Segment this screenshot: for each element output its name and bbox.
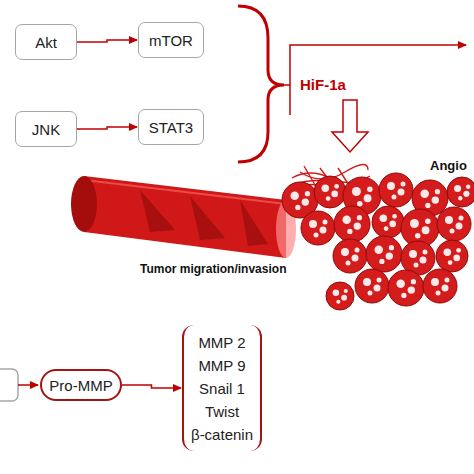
hif-line xyxy=(284,84,290,86)
tumor-cells xyxy=(282,173,474,310)
arrow xyxy=(18,384,38,386)
node-text: STAT3 xyxy=(149,119,193,136)
arrow-connector xyxy=(77,40,137,42)
node-text: Twist xyxy=(205,400,239,423)
process-pill: Pro-MMP xyxy=(40,369,122,401)
curly-bracket xyxy=(238,6,284,162)
node-text: Pro-MMP xyxy=(49,377,112,394)
process-box: JNK xyxy=(15,111,77,147)
process-box: STAT3 xyxy=(138,109,204,145)
node-text: Akt xyxy=(35,34,57,51)
process-box: Akt xyxy=(15,24,77,60)
node-text: Snail 1 xyxy=(199,377,245,400)
caption-label: Tumor migration/invasion xyxy=(140,262,286,276)
hollow-arrow xyxy=(332,100,368,152)
node-text: MMP 2 xyxy=(198,331,245,354)
process-box: mTOR xyxy=(138,22,204,58)
node-text: JNK xyxy=(32,121,60,138)
node-text: MMP 9 xyxy=(198,354,245,377)
node-text: mTOR xyxy=(149,32,193,49)
hif-line xyxy=(290,45,466,115)
node-text: β-catenin xyxy=(191,423,253,446)
cut-box xyxy=(0,369,18,401)
arrow-connector xyxy=(122,385,181,388)
hif-label: HiF-1a xyxy=(300,76,346,93)
angio-label: Angio xyxy=(430,158,467,173)
bracket-list: MMP 2MMP 9Snail 1Twistβ-catenin xyxy=(182,325,262,451)
arrow-connector xyxy=(77,127,137,129)
blood-vessel xyxy=(71,176,296,258)
